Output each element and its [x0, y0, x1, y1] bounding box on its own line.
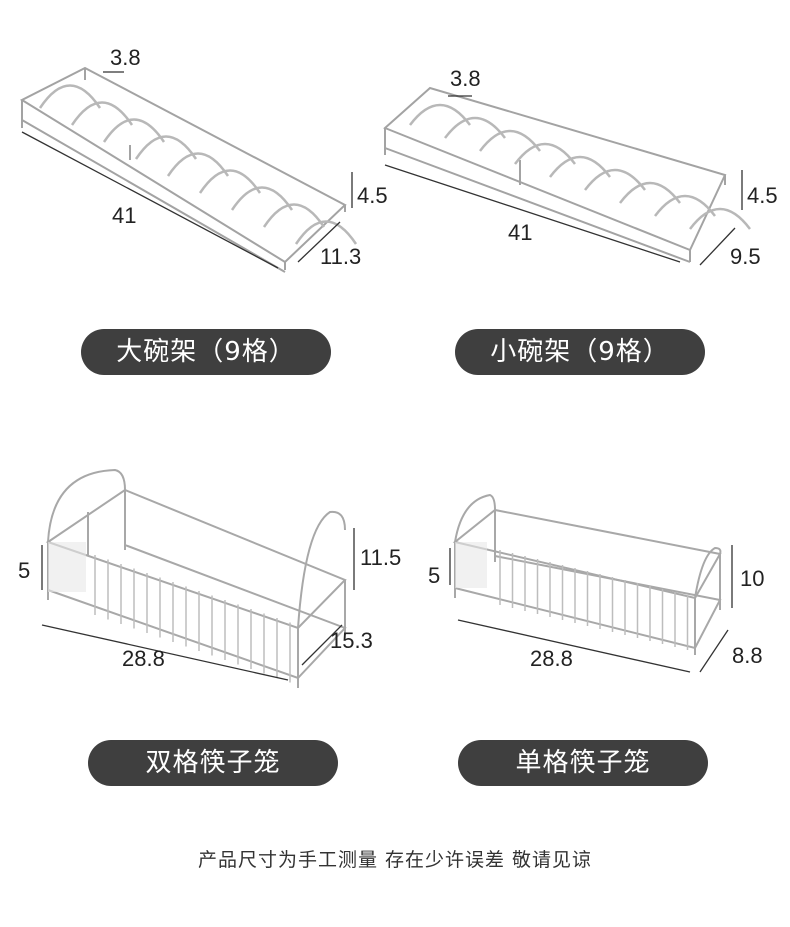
- length-dimension: 41: [508, 220, 533, 245]
- single-chopstick-cage-label: 单格筷子笼: [458, 740, 708, 786]
- double-chopstick-cage-image: [41, 468, 355, 688]
- single-chopstick-cage-panel: 5 28.8 10 8.8: [410, 450, 790, 690]
- large-bowl-rack-panel: 3.8 41 4.5 11.3: [0, 0, 395, 300]
- depth-dimension: 11.3: [320, 244, 362, 269]
- large-bowl-rack-label: 大碗架（9格）: [81, 329, 331, 375]
- small-bowl-rack-image: [383, 86, 751, 266]
- height-dimension: 4.5: [357, 183, 388, 208]
- top-gap-dimension: 3.8: [110, 45, 141, 70]
- small-bowl-rack-label: 小碗架（9格）: [455, 329, 705, 375]
- length-dimension: 28.8: [122, 646, 165, 671]
- depth-dimension: 15.3: [330, 628, 373, 653]
- length-dimension: 28.8: [530, 646, 573, 671]
- height-dimension: 10: [740, 566, 765, 591]
- double-chopstick-cage-label: 双格筷子笼: [88, 740, 338, 786]
- top-gap-dimension: 3.8: [450, 66, 481, 91]
- height-dimension: 11.5: [360, 545, 402, 570]
- small-bowl-rack-panel: 3.8 41 4.5 9.5: [380, 0, 790, 300]
- double-chopstick-cage-panel: 5 28.8 11.5 15.3: [0, 450, 420, 690]
- side-height-dimension: 5: [428, 563, 441, 588]
- height-dimension: 4.5: [747, 183, 778, 208]
- measurement-disclaimer: 产品尺寸为手工测量 存在少许误差 敬请见谅: [197, 849, 593, 871]
- length-dimension: 41: [112, 203, 137, 228]
- side-height-dimension: 5: [18, 558, 31, 583]
- single-chopstick-cage-image: [449, 493, 733, 673]
- depth-dimension: 8.8: [732, 643, 763, 668]
- depth-dimension: 9.5: [730, 244, 761, 269]
- large-bowl-rack-image: [19, 66, 358, 273]
